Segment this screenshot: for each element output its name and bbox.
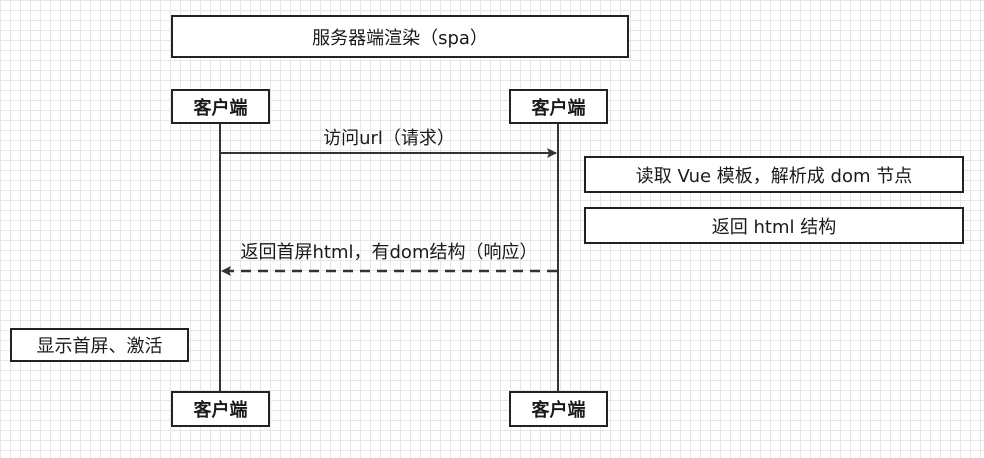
response-message-text: 返回首屏html，有dom结构（响应）	[240, 242, 538, 263]
participant-right-top: 客户端	[509, 89, 608, 124]
participant-label: 客户端	[531, 400, 586, 421]
participant-label: 客户端	[531, 97, 586, 119]
response-message-label: 返回首屏html，有dom结构（响应）	[222, 238, 556, 264]
participant-left-bottom: 客户端	[171, 391, 270, 427]
participant-label: 客户端	[193, 97, 248, 119]
participant-right-bottom: 客户端	[509, 391, 608, 427]
title-box: 服务器端渲染（spa）	[171, 15, 629, 58]
participant-label: 客户端	[193, 400, 248, 421]
note-return-html: 返回 html 结构	[584, 207, 964, 244]
note-display-activate: 显示首屏、激活	[10, 328, 189, 362]
note-display-activate-text: 显示首屏、激活	[36, 336, 163, 357]
note-return-html-text: 返回 html 结构	[711, 216, 837, 238]
note-parse-template: 读取 Vue 模板，解析成 dom 节点	[584, 156, 964, 193]
participant-left-top: 客户端	[171, 89, 270, 124]
request-message-text: 访问url（请求）	[323, 128, 455, 149]
request-message-label: 访问url（请求）	[230, 124, 548, 150]
title-text: 服务器端渲染（spa）	[312, 27, 488, 49]
note-parse-template-text: 读取 Vue 模板，解析成 dom 节点	[635, 165, 913, 187]
